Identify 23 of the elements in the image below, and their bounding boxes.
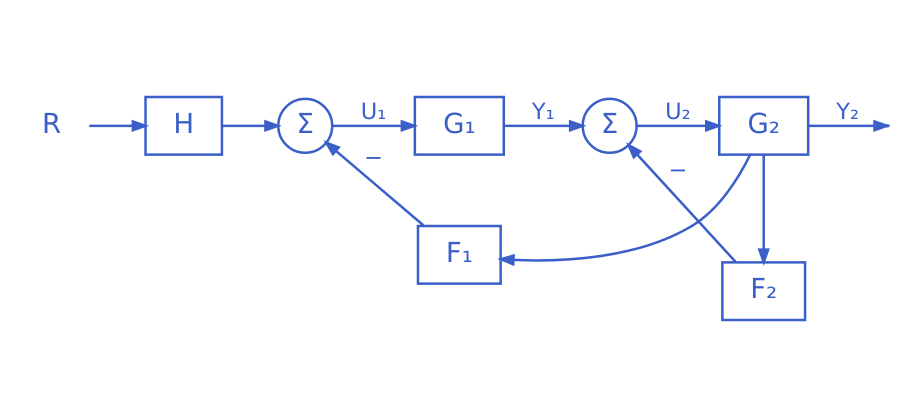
arrow <box>626 142 737 262</box>
edge-label: U₂ <box>665 98 691 124</box>
edge-label: − <box>668 157 688 184</box>
edge-label: − <box>364 144 383 171</box>
arrow <box>89 119 150 132</box>
node-circle: Σ <box>277 97 334 154</box>
arrow <box>323 140 425 226</box>
arrow <box>758 154 770 266</box>
node-box: F₂ <box>721 260 806 321</box>
node-circle: Σ <box>581 97 638 154</box>
edge-label: Y₂ <box>836 98 860 124</box>
arrow <box>222 119 282 132</box>
arrow <box>504 119 586 132</box>
node-box: F₁ <box>416 224 502 284</box>
node-text: R <box>42 107 62 140</box>
node-box: H <box>144 95 224 156</box>
arrow <box>332 119 418 132</box>
arrow <box>636 119 723 132</box>
node-box: G₁ <box>414 95 506 156</box>
edge-label: U₁ <box>360 98 386 124</box>
edge-label: Y₁ <box>532 98 555 124</box>
arrow <box>497 154 752 266</box>
node-box: G₂ <box>718 95 810 156</box>
